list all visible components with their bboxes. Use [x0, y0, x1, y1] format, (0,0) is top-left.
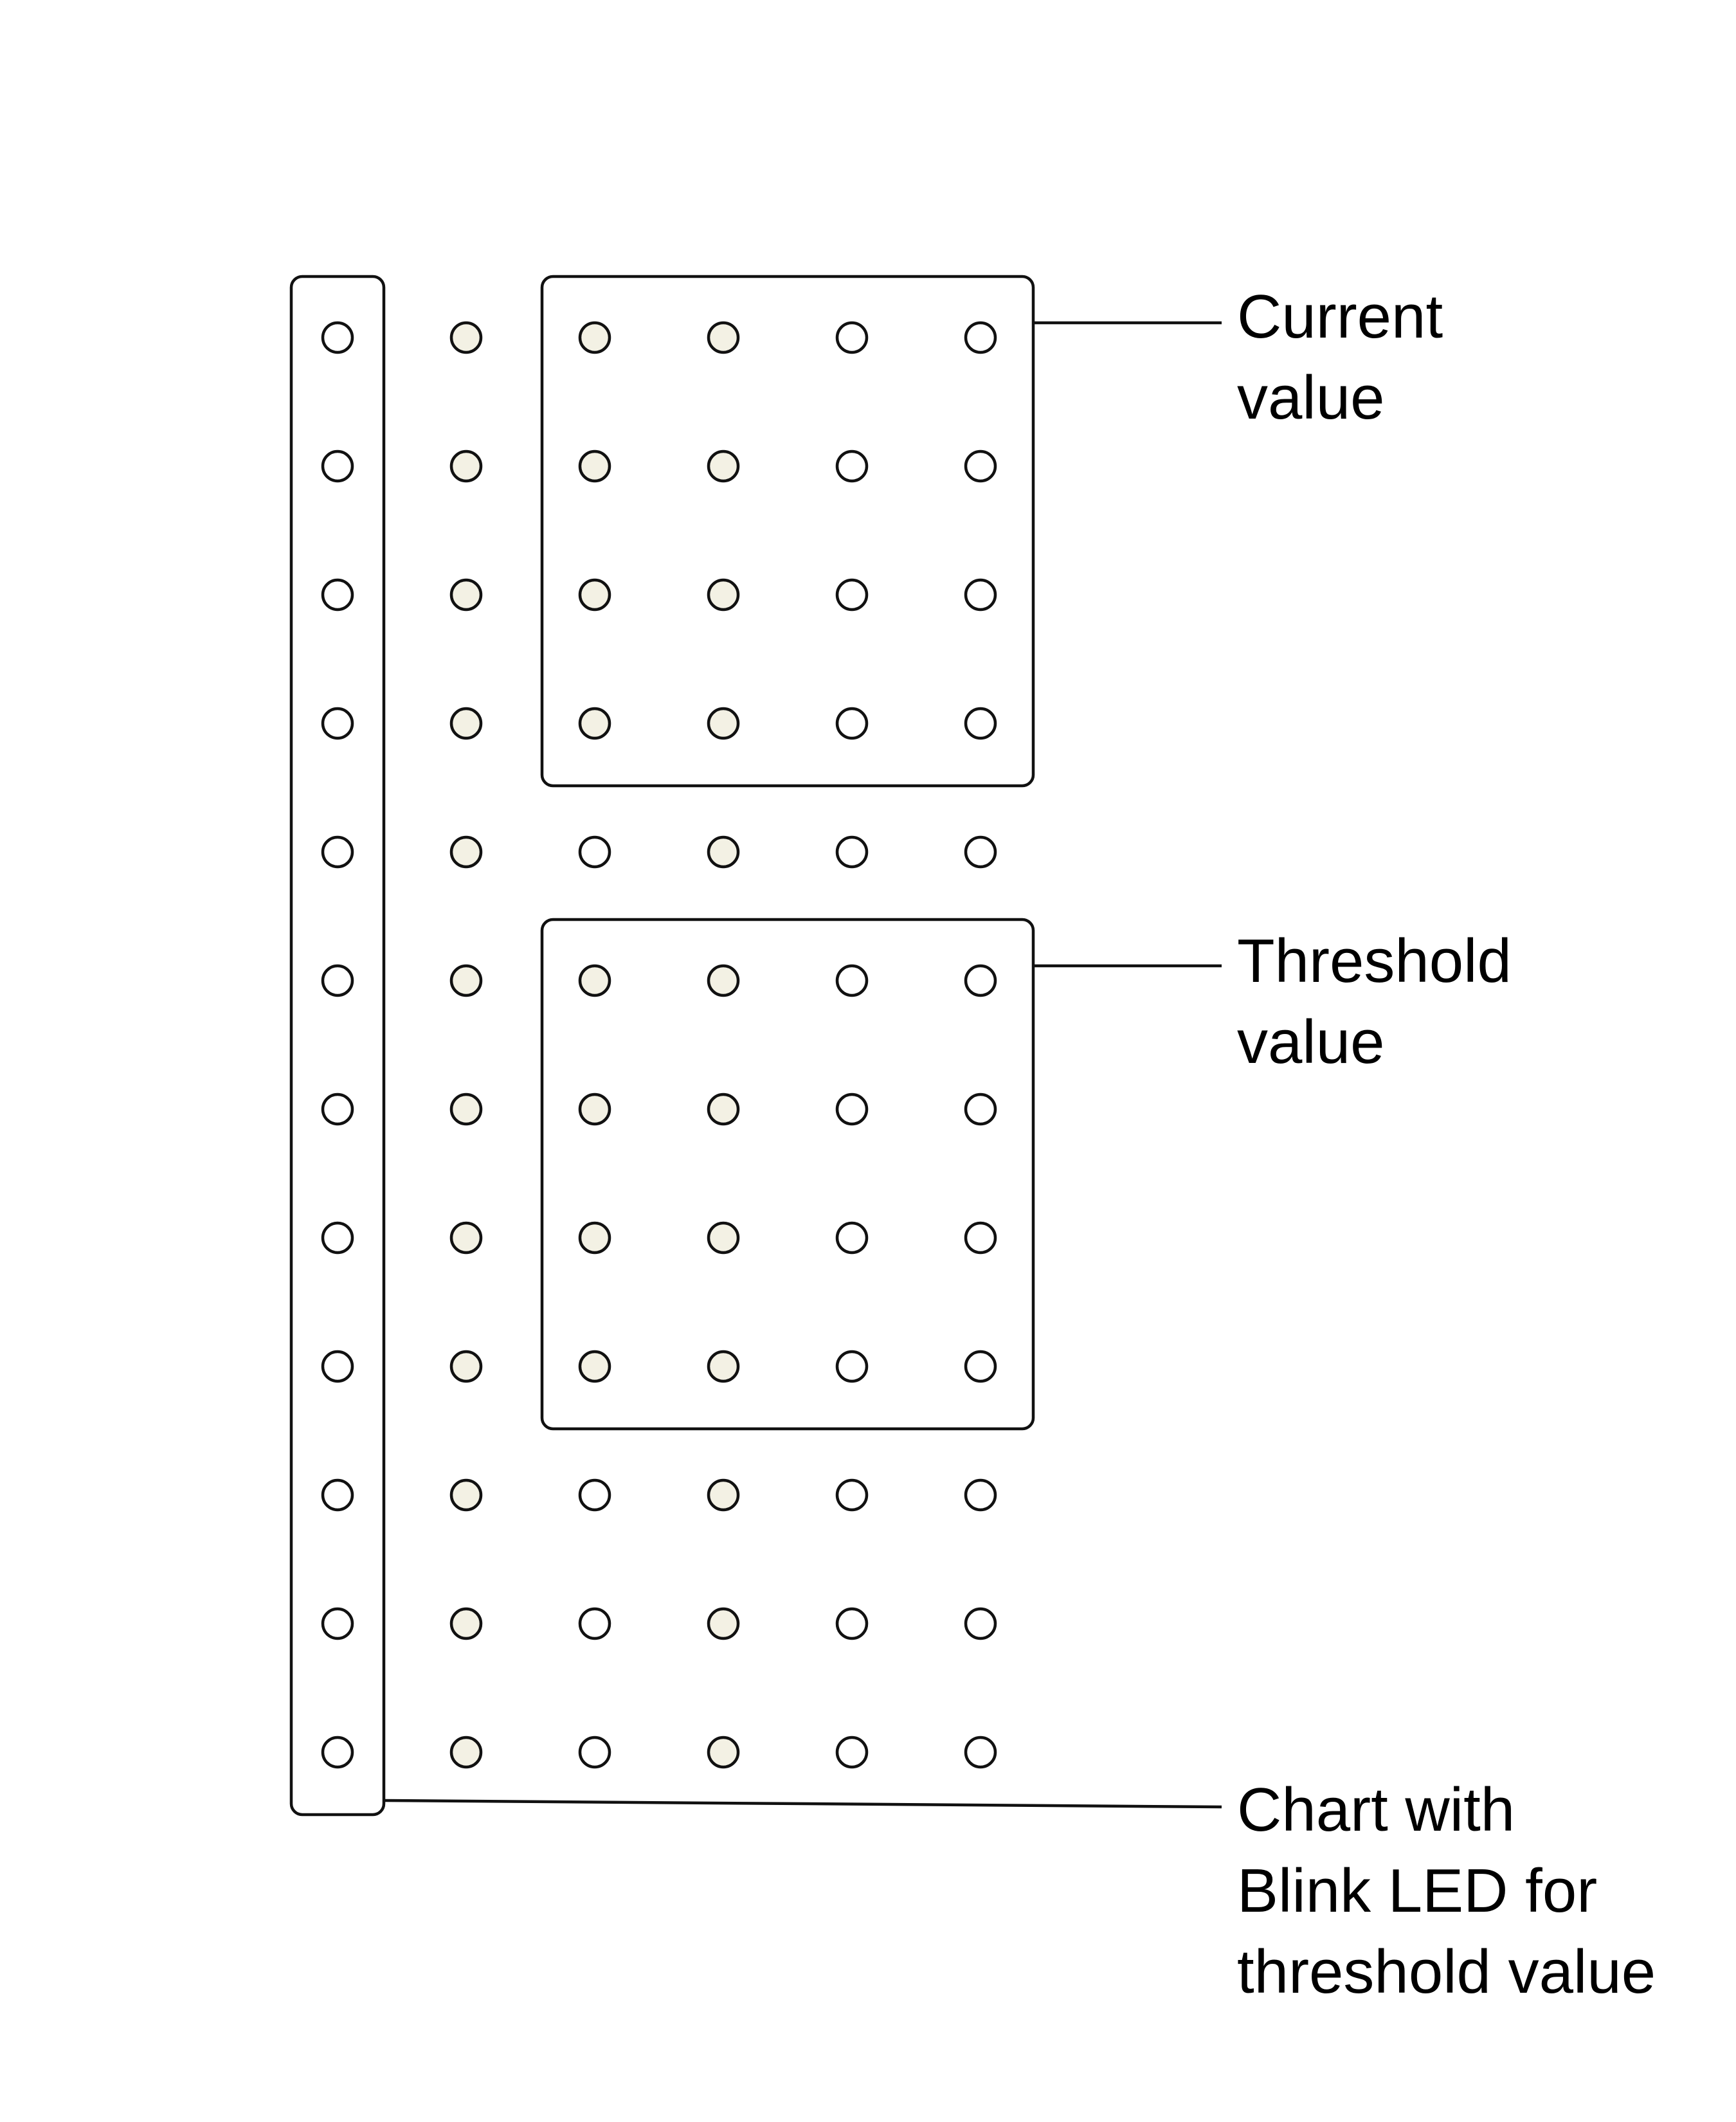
led-r8-c3 [578, 1221, 611, 1255]
chart-blink-led-label-line-1: Chart with [1237, 1775, 1515, 1844]
led-r5-c6 [964, 835, 997, 869]
led-r10-c6 [964, 1478, 997, 1512]
current-value-label-line-1: Current [1237, 282, 1443, 351]
led-r3-c3 [578, 578, 611, 612]
led-r11-c1 [321, 1607, 354, 1640]
current-value-label: Current value [1237, 277, 1443, 439]
led-r1-c3 [578, 321, 611, 354]
led-r12-c4 [707, 1736, 740, 1769]
led-r11-c2 [449, 1607, 483, 1640]
led-r12-c6 [964, 1736, 997, 1769]
led-r8-c4 [707, 1221, 740, 1255]
led-r11-c4 [707, 1607, 740, 1640]
led-r2-c2 [449, 449, 483, 483]
led-r10-c3 [578, 1478, 611, 1512]
led-r5-c2 [449, 835, 483, 869]
led-r11-c6 [964, 1607, 997, 1640]
threshold-value-label: Threshold value [1237, 921, 1512, 1083]
led-r10-c1 [321, 1478, 354, 1512]
led-r10-c5 [835, 1478, 869, 1512]
led-r2-c4 [707, 449, 740, 483]
led-r11-c5 [835, 1607, 869, 1640]
led-r8-c5 [835, 1221, 869, 1255]
led-r1-c6 [964, 321, 997, 354]
led-r8-c6 [964, 1221, 997, 1255]
led-r7-c5 [835, 1093, 869, 1126]
current-value-label-line-2: value [1237, 363, 1385, 432]
led-r8-c2 [449, 1221, 483, 1255]
group-frames [289, 275, 1035, 1817]
led-r6-c4 [707, 964, 740, 997]
led-r2-c1 [321, 449, 354, 483]
led-r3-c5 [835, 578, 869, 612]
led-r1-c2 [449, 321, 483, 354]
led-r6-c5 [835, 964, 869, 997]
led-r3-c4 [707, 578, 740, 612]
current-group-frame [540, 275, 1035, 788]
led-grid [321, 321, 997, 1769]
led-r6-c6 [964, 964, 997, 997]
led-r4-c3 [578, 707, 611, 740]
led-r1-c4 [707, 321, 740, 354]
chart-blink-led-label-line-2: Blink LED for [1237, 1856, 1598, 1925]
led-r8-c1 [321, 1221, 354, 1255]
led-r6-c3 [578, 964, 611, 997]
led-r7-c6 [964, 1093, 997, 1126]
led-r7-c1 [321, 1093, 354, 1126]
led-r4-c4 [707, 707, 740, 740]
led-r3-c1 [321, 578, 354, 612]
chart-group-frame [289, 275, 386, 1817]
led-r7-c3 [578, 1093, 611, 1126]
chart-blink-led-label-line-3: threshold value [1237, 1937, 1656, 2006]
led-r7-c2 [449, 1093, 483, 1126]
led-r9-c4 [707, 1350, 740, 1383]
leader-lines [383, 321, 1222, 1809]
led-r1-c1 [321, 321, 354, 354]
led-r6-c1 [321, 964, 354, 997]
led-r9-c3 [578, 1350, 611, 1383]
led-r2-c5 [835, 449, 869, 483]
threshold-value-label-line-1: Threshold [1237, 927, 1512, 995]
led-r10-c2 [449, 1478, 483, 1512]
led-r12-c1 [321, 1736, 354, 1769]
led-r5-c3 [578, 835, 611, 869]
led-r9-c2 [449, 1350, 483, 1383]
threshold-group-frame [540, 918, 1035, 1431]
led-r2-c6 [964, 449, 997, 483]
led-r12-c5 [835, 1736, 869, 1769]
led-r1-c5 [835, 321, 869, 354]
led-r10-c4 [707, 1478, 740, 1512]
led-r3-c2 [449, 578, 483, 612]
led-r2-c3 [578, 449, 611, 483]
chart-blink-led-label: Chart with Blink LED for threshold value [1237, 1770, 1656, 2013]
led-r7-c4 [707, 1093, 740, 1126]
led-r5-c4 [707, 835, 740, 869]
led-r4-c1 [321, 707, 354, 740]
led-r4-c6 [964, 707, 997, 740]
led-r12-c3 [578, 1736, 611, 1769]
led-r6-c2 [449, 964, 483, 997]
led-r12-c2 [449, 1736, 483, 1769]
led-r11-c3 [578, 1607, 611, 1640]
led-r5-c1 [321, 835, 354, 869]
threshold-value-label-line-2: value [1237, 1008, 1385, 1076]
led-r4-c5 [835, 707, 869, 740]
led-r9-c6 [964, 1350, 997, 1383]
led-r9-c1 [321, 1350, 354, 1383]
led-r9-c5 [835, 1350, 869, 1383]
led-r5-c5 [835, 835, 869, 869]
chart-blink-led-leader-line [383, 1799, 1222, 1809]
led-r3-c6 [964, 578, 997, 612]
led-r4-c2 [449, 707, 483, 740]
